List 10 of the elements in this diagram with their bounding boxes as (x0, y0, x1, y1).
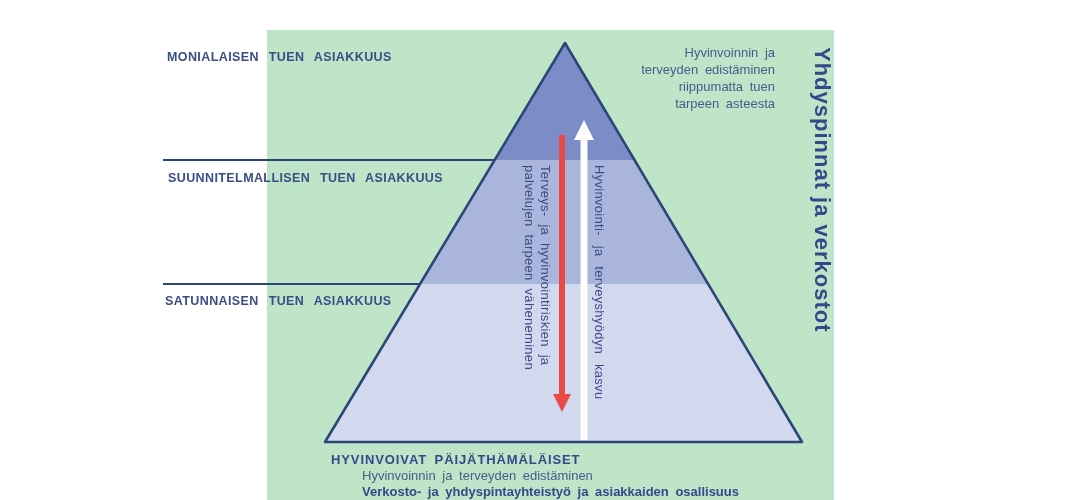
body-text: Verkosto- ja yhdyspintayhteistyö ja asiakkaiden osallisuus (362, 484, 739, 500)
section-heading: HYVINVOIVAT PÄIJÄTHÄMÄLÄISET (331, 452, 581, 468)
body-text: Hyvinvoinnin ja terveyden edistäminen (362, 468, 593, 484)
arrow-caption: Terveys- ja hyvinvointiriskien ja palvelujen tarpeen väheneminen (521, 165, 553, 372)
tier-label: MONIALAISEN TUEN ASIAKKUUS (167, 50, 392, 65)
panel-title: Yhdyspinnat ja verkostot (810, 47, 834, 333)
tier-label: SATUNNAISEN TUEN ASIAKKUUS (165, 294, 392, 309)
tier-label: SUUNNITELMALLISEN TUEN ASIAKKUUS (168, 171, 444, 186)
arrow-caption: Hyvinvointi- ja terveyshyödyn kasvu (591, 165, 607, 400)
note-text: Hyvinvoinnin ja terveyden edistäminen riippumatta tuen tarpeen asteesta (640, 44, 775, 112)
